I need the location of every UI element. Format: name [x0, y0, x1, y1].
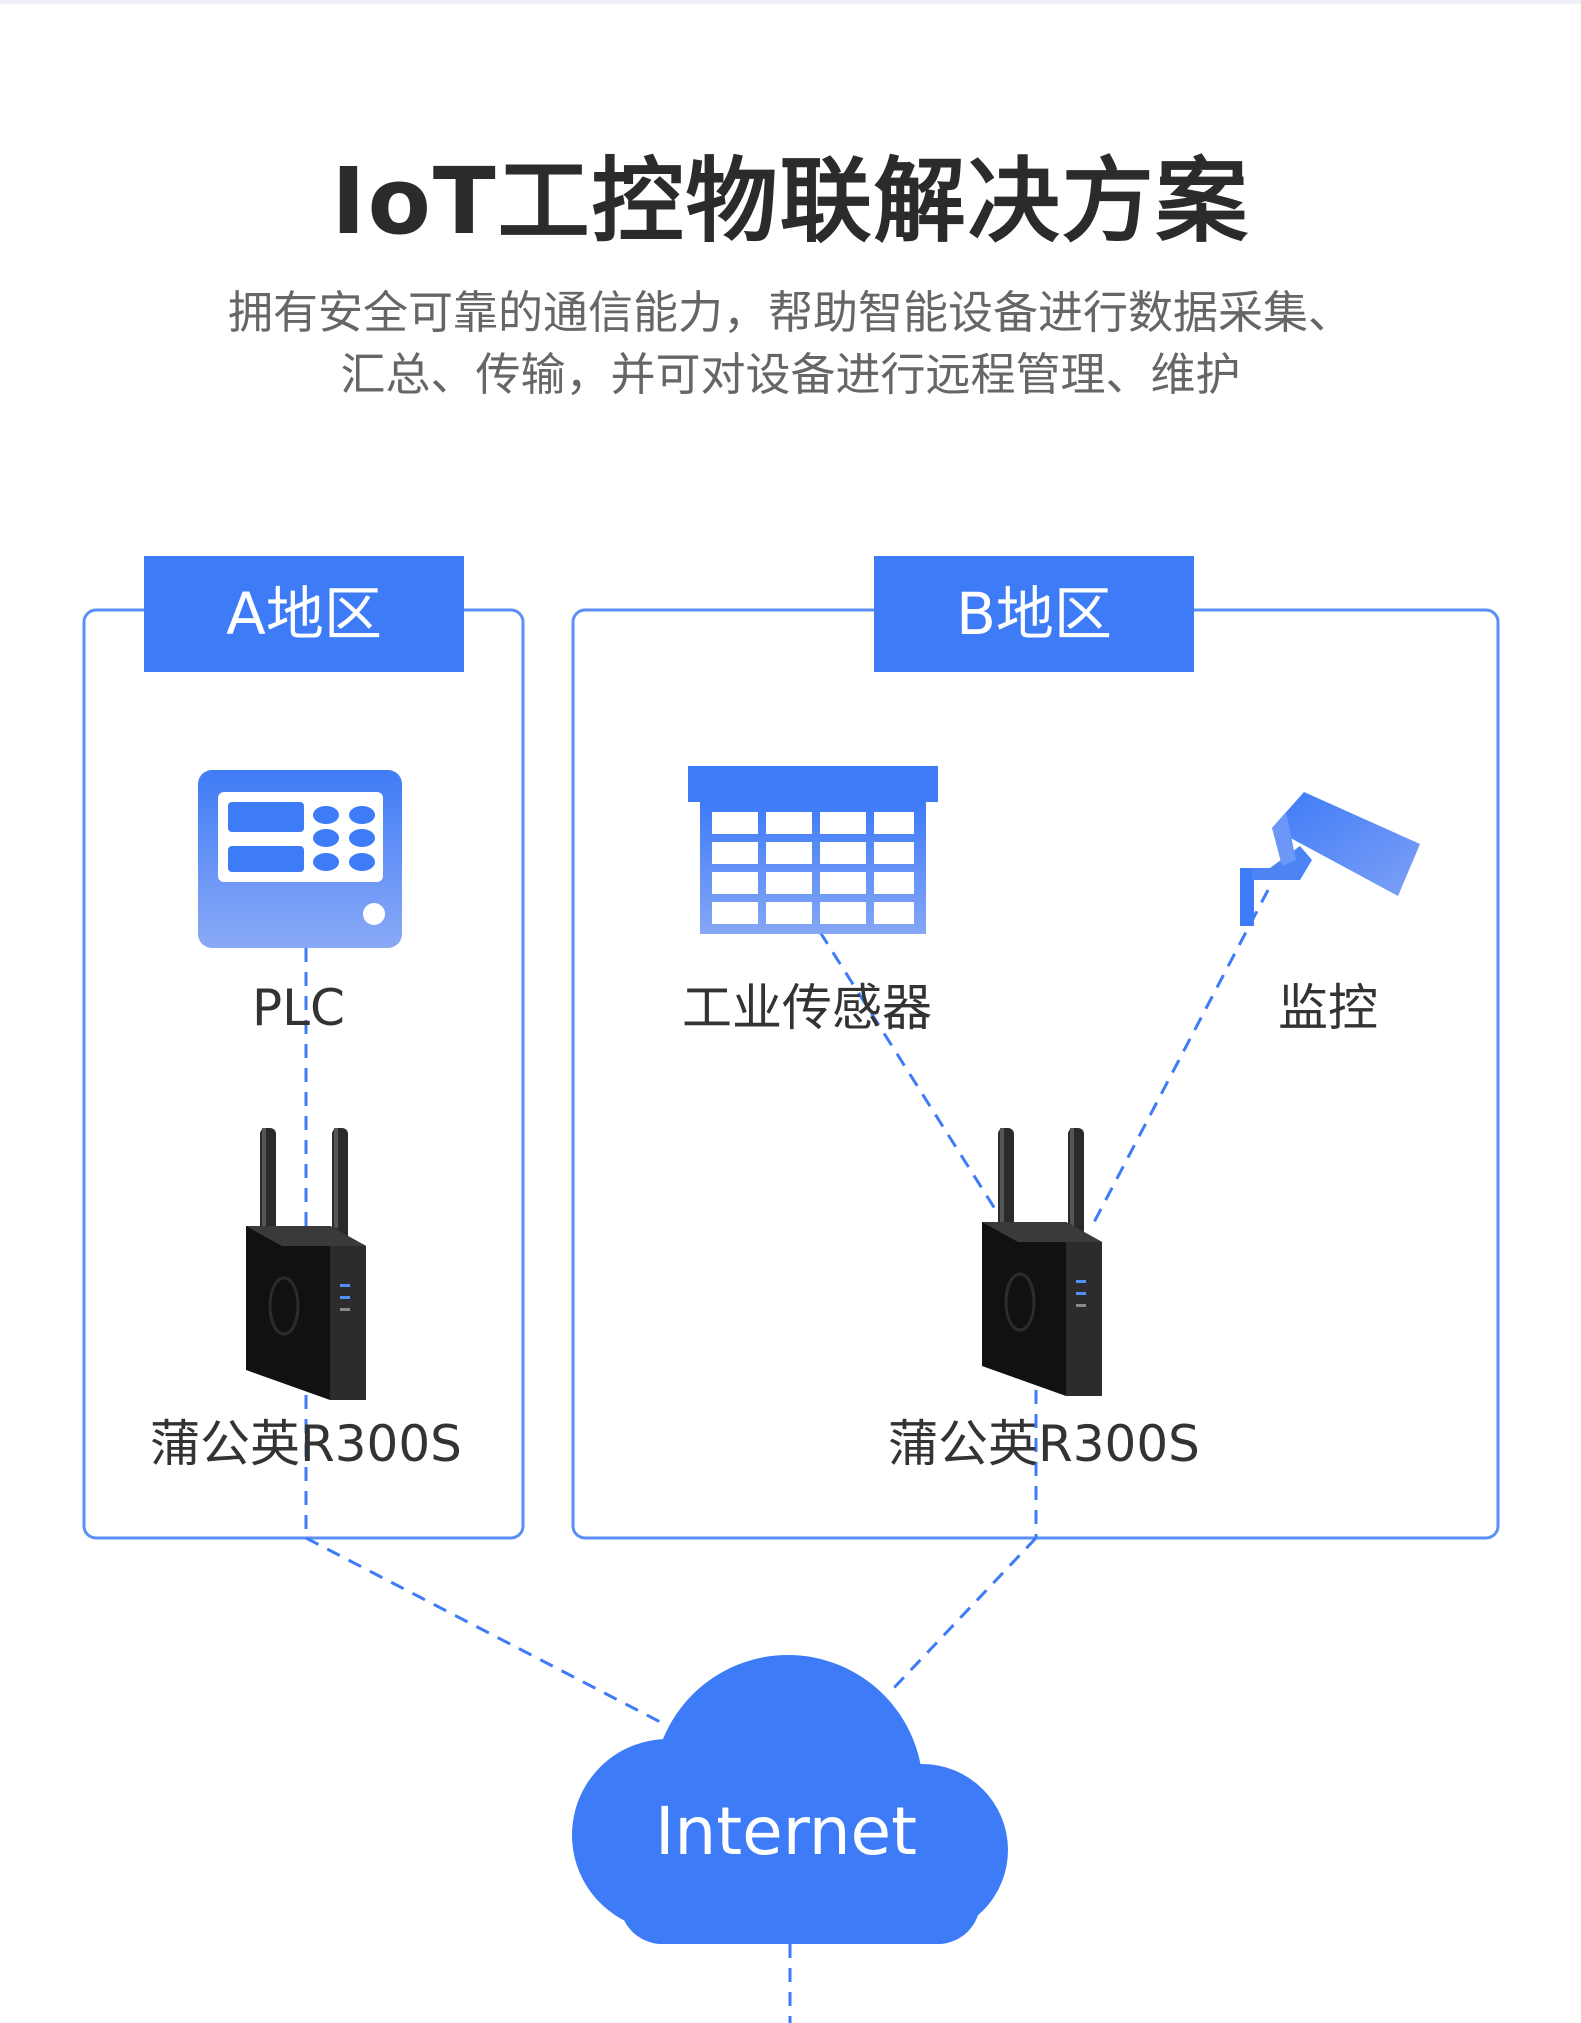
link-router-a-cloud — [305, 1536, 669, 1728]
region-b-tab-label: B地区 — [956, 580, 1112, 648]
router-a-label: 蒲公英R300S — [150, 1415, 462, 1473]
subtitle-line-1: 拥有安全可靠的通信能力，帮助智能设备进行数据采集、 — [227, 286, 1353, 339]
plc-icon — [198, 770, 402, 948]
router-icon-b — [982, 1128, 1102, 1396]
page-subtitle: 拥有安全可靠的通信能力，帮助智能设备进行数据采集、 汇总、传输，并可对设备进行远… — [0, 282, 1581, 406]
sensor-icon — [688, 766, 938, 934]
plc-label: PLC — [252, 979, 345, 1037]
camera-icon — [1240, 792, 1420, 926]
connection-lines — [304, 889, 1270, 2023]
region-a-tab-label: A地区 — [226, 580, 382, 648]
sensor-label: 工业传感器 — [682, 979, 932, 1037]
top-strip — [0, 0, 1581, 4]
internet-label: Internet — [654, 1793, 918, 1870]
cloud-icon — [572, 1655, 1008, 1944]
subtitle-line-2: 汇总、传输，并可对设备进行远程管理、维护 — [340, 348, 1241, 401]
region-b-tab — [874, 556, 1194, 672]
router-b-label: 蒲公英R300S — [888, 1415, 1200, 1473]
link-camera-router-b — [1088, 889, 1270, 1231]
monitor-label: 监控 — [1278, 979, 1378, 1037]
link-sensor-router-b — [818, 931, 1004, 1221]
region-a-frame — [82, 608, 525, 1540]
link-router-b-cloud — [888, 1536, 1038, 1694]
region-a-tab — [144, 556, 464, 672]
page-title: IoT工控物联解决方案 — [331, 148, 1250, 255]
router-icon-a — [246, 1128, 366, 1400]
